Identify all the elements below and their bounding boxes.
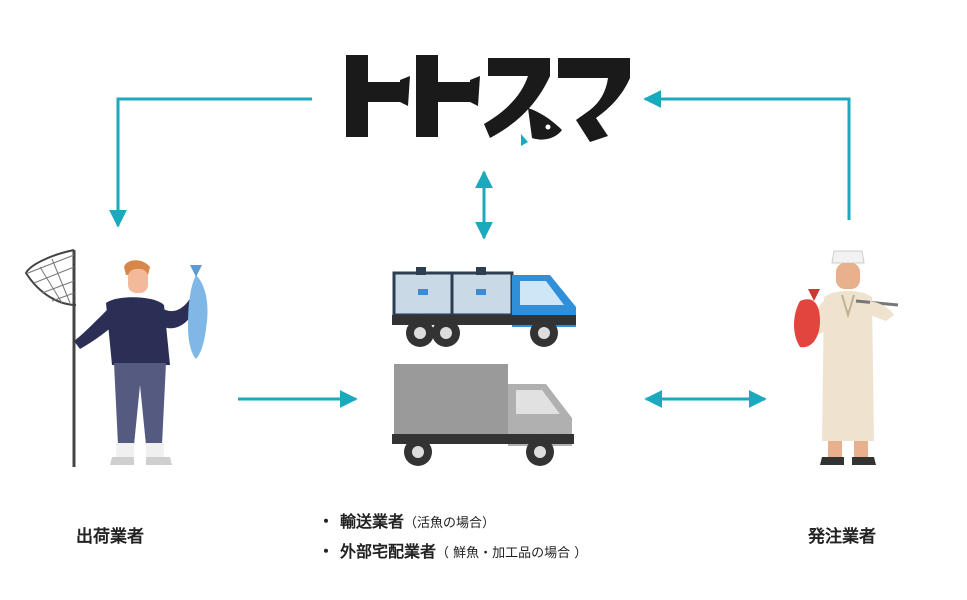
bullet: ・ bbox=[318, 512, 335, 531]
arrow-orderer-to-logo bbox=[643, 90, 851, 220]
transport-item-note: （ 鮮魚・加工品の場合 ） bbox=[436, 546, 588, 561]
transport-list: ・輸送業者（活魚の場合） ・外部宅配業者（ 鮮魚・加工品の場合 ） bbox=[318, 508, 587, 568]
box-truck-icon bbox=[392, 364, 574, 466]
fisherman-icon bbox=[24, 249, 208, 467]
arrow-logo-to-shipper bbox=[109, 97, 312, 228]
transport-item-name: 外部宅配業者 bbox=[340, 542, 437, 561]
transport-item: ・外部宅配業者（ 鮮魚・加工品の場合 ） bbox=[318, 538, 587, 568]
tank-truck-icon bbox=[392, 267, 576, 347]
orderer-label: 発注業者 bbox=[808, 527, 876, 547]
bullet: ・ bbox=[318, 542, 335, 561]
shipper-label: 出荷業者 bbox=[76, 527, 144, 547]
sushi-chef-icon bbox=[794, 250, 899, 465]
totosuma-logo bbox=[346, 55, 630, 146]
transport-item-note: （活魚の場合） bbox=[404, 516, 496, 531]
transport-item: ・輸送業者（活魚の場合） bbox=[318, 508, 587, 538]
transport-item-name: 輸送業者 bbox=[340, 512, 405, 531]
